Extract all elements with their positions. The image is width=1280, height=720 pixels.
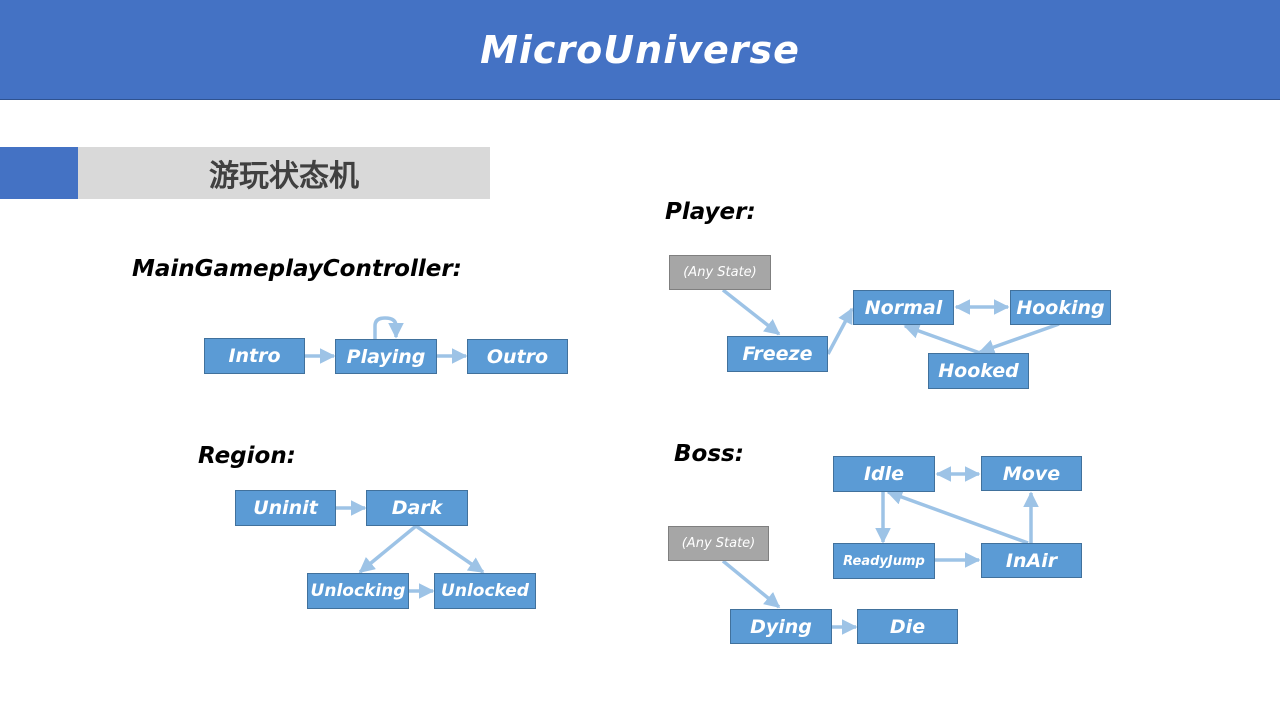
state-uninit: Uninit <box>235 490 336 526</box>
section-accent <box>0 147 78 199</box>
section-title: 游玩状态机 <box>78 147 490 199</box>
edge-anystate-freeze <box>721 288 781 336</box>
main-controller-title: MainGameplayController: <box>132 256 462 282</box>
edge-dark-unlocking <box>358 524 418 574</box>
edge-freeze-normal <box>826 307 854 355</box>
state-boss-any-state: (Any State) <box>668 526 769 561</box>
page-title: MicroUniverse <box>480 28 800 72</box>
state-idle: Idle <box>833 456 935 492</box>
state-intro: Intro <box>204 338 305 374</box>
state-player-any-state: (Any State) <box>669 255 771 290</box>
region-title: Region: <box>198 443 296 469</box>
state-dying: Dying <box>730 609 832 644</box>
boss-title: Boss: <box>674 441 744 467</box>
edge-hooking-hooked <box>978 322 1060 355</box>
header-bar: MicroUniverse <box>0 0 1280 100</box>
state-hooking: Hooking <box>1010 290 1111 325</box>
state-normal: Normal <box>853 290 954 325</box>
state-unlocked: Unlocked <box>434 573 536 609</box>
edge-playing-self-loop <box>373 316 404 339</box>
edge-hooked-normal <box>903 323 981 355</box>
state-move: Move <box>981 456 1082 491</box>
state-inair: InAir <box>981 543 1082 578</box>
state-unlocking: Unlocking <box>307 573 409 609</box>
state-dark: Dark <box>366 490 468 526</box>
edge-inair-idle <box>886 489 1029 545</box>
player-title: Player: <box>665 199 756 225</box>
state-readyjump: ReadyJump <box>833 543 935 579</box>
state-hooked: Hooked <box>928 353 1029 389</box>
state-freeze: Freeze <box>727 336 828 372</box>
edge-dark-unlocked <box>415 524 485 574</box>
edge-anystate-dying <box>721 559 781 609</box>
state-playing: Playing <box>335 339 437 374</box>
state-die: Die <box>857 609 958 644</box>
state-outro: Outro <box>467 339 568 374</box>
